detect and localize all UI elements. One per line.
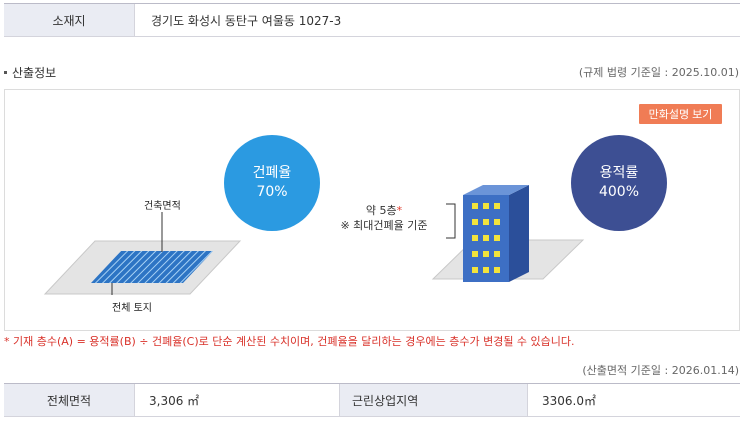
- zone-label: 근린상업지역: [340, 384, 528, 416]
- building-footprint: [91, 251, 213, 283]
- location-label: 소재지: [4, 4, 135, 36]
- manual-explanation-button[interactable]: 만화설명 보기: [639, 104, 722, 124]
- total-area-label: 전체면적: [4, 384, 135, 416]
- land-label: 전체 토지: [112, 303, 152, 314]
- stories-disclaimer: * 기재 층수(A) = 용적률(B) ÷ 건폐율(C)로 단순 계산된 수치이…: [4, 335, 575, 348]
- building-side: [509, 185, 529, 282]
- floor-area-ratio-value: 400%: [598, 184, 640, 200]
- floor-area-ratio-name: 용적률: [599, 165, 639, 181]
- area-table: 전체면적 3,306 ㎡ 근린상업지역 3306.0㎡: [4, 383, 740, 417]
- area-reference-date: (산출면적 기준일 : 2026.01.14): [582, 364, 739, 377]
- section-title: 산출정보: [4, 64, 56, 81]
- coverage-ratio-name: 건폐율: [252, 165, 292, 181]
- coverage-ratio-value: 70%: [256, 184, 288, 200]
- section-title-text: 산출정보: [12, 66, 57, 80]
- stories-text: 약 5층: [365, 204, 397, 217]
- zone-value: 3306.0㎡: [542, 393, 596, 408]
- coverage-ratio-circle: 건폐율 70%: [224, 135, 320, 231]
- illustration: [43, 185, 585, 295]
- location-row: 소재지 경기도 화성시 동탄구 여울동 1027-3: [4, 3, 740, 37]
- land-parcel-illustration: [43, 212, 242, 295]
- stories-note: ※ 최대건폐율 기준: [340, 219, 428, 232]
- location-address: 경기도 화성시 동탄구 여울동 1027-3: [151, 13, 342, 28]
- stories-star: *: [396, 204, 403, 217]
- floor-area-ratio-circle: 용적률 400%: [571, 135, 667, 231]
- building-windows: [472, 203, 500, 273]
- stories-label: 약 5층* ※ 최대건폐율 기준: [336, 203, 432, 233]
- building-area-label: 건축면적: [144, 201, 181, 212]
- bullet-icon: [4, 71, 7, 74]
- regulation-reference-date: (규제 법령 기준일 : 2025.10.01): [578, 66, 739, 79]
- building-roof: [463, 185, 529, 195]
- total-area-value: 3,306 ㎡: [135, 384, 340, 416]
- stories-bracket: [446, 203, 456, 239]
- building-illustration: [431, 185, 585, 282]
